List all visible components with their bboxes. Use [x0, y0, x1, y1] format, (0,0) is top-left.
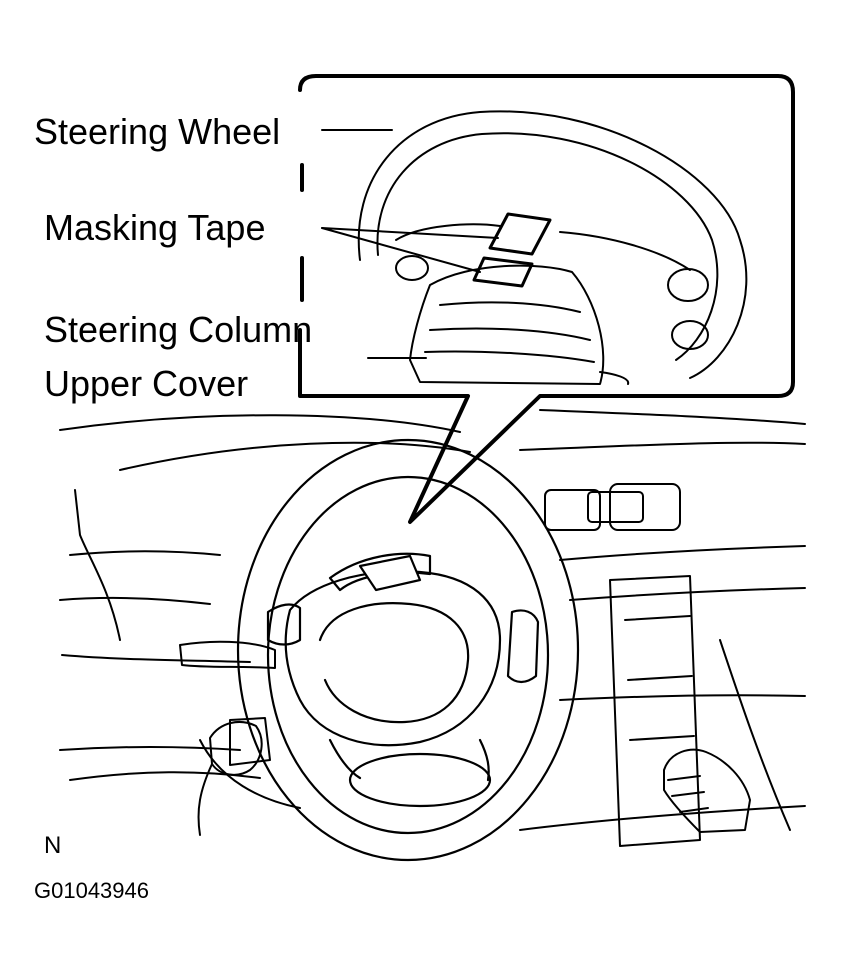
main-wheel-rim-inner: [268, 477, 548, 833]
dash-right-bottom: [520, 806, 805, 830]
wheel-closeup: [359, 111, 747, 384]
masking-tape: [474, 214, 550, 286]
dashboard: [60, 410, 805, 846]
column-shroud: [200, 740, 300, 808]
column-cover-base: [600, 372, 628, 384]
callout-frame: [300, 76, 793, 522]
wheel-closeup-rim-outer: [359, 111, 747, 378]
dash-left-face-2: [60, 598, 210, 604]
leader-tape-upper: [322, 228, 498, 238]
masking-tape-lower: [474, 258, 532, 286]
center-console-frame: [610, 576, 700, 846]
wheel-closeup-hub-right: [668, 269, 708, 301]
label-figure-id: G01043946: [34, 878, 149, 903]
dash-left-panel: [75, 490, 120, 640]
label-view-code: N: [44, 832, 62, 859]
main-wheel-column-tape: [360, 556, 420, 590]
airbag-pad-top: [330, 554, 430, 590]
center-vent-left: [545, 490, 600, 530]
center-console-slot-3: [630, 736, 694, 740]
dash-right-face: [560, 546, 805, 560]
dash-right-top-2: [520, 443, 805, 450]
hand-right-fingers: [668, 776, 708, 812]
dash-top-edge: [60, 415, 460, 432]
column-cover-ridge-2: [430, 328, 590, 340]
main-wheel-spoke-left: [268, 605, 300, 645]
dash-left-lower-2: [60, 747, 240, 750]
wheel-closeup-spoke-left: [396, 224, 500, 240]
main-wheel-rim-outer: [238, 440, 578, 860]
hand-left: [210, 722, 262, 775]
column-cover-ridge-1: [440, 302, 580, 312]
main-wheel-spoke-right: [508, 610, 538, 682]
label-masking-tape: Masking Tape: [44, 207, 266, 248]
center-console-slot-1: [625, 616, 690, 620]
leader-lines: [322, 130, 498, 358]
column-cover-ridge-3: [425, 351, 594, 362]
wheel-closeup-rim-inner: [377, 133, 717, 360]
hand-left-arm: [199, 764, 213, 835]
wheel-closeup-hub-left: [396, 256, 428, 280]
center-console-slot-2: [628, 676, 692, 680]
main-steering-wheel: [238, 440, 578, 860]
center-vent-right: [610, 484, 680, 530]
dash-left-lower: [62, 655, 250, 662]
leader-tape-lower: [322, 228, 480, 272]
lower-column-bracket: [230, 718, 270, 765]
wheel-closeup-spoke-right: [560, 232, 690, 270]
dash-right-face-2: [570, 588, 805, 600]
detail-callout: [300, 76, 793, 522]
right-knee-panel: [720, 640, 790, 830]
center-vent-inner: [588, 492, 643, 522]
hand-right: [664, 750, 750, 832]
column-cover-body: [410, 266, 603, 384]
label-column-cover-line2: Upper Cover: [44, 363, 249, 404]
main-wheel-spoke-lower-right: [480, 740, 489, 780]
label-steering-wheel: Steering Wheel: [34, 111, 281, 152]
wheel-closeup-hub-lower: [672, 321, 708, 349]
main-wheel-spoke-lower-left: [330, 740, 360, 778]
dash-right-top: [540, 410, 805, 424]
dash-top-edge-2: [120, 443, 470, 470]
label-column-cover-line1: Steering Column: [44, 309, 313, 350]
dash-right-lower: [560, 695, 805, 700]
airbag-pad-inner: [320, 603, 468, 722]
hands: [199, 722, 751, 835]
dash-left-face: [70, 551, 220, 555]
turn-signal-stalk: [180, 642, 275, 668]
masking-tape-upper: [490, 214, 550, 254]
main-wheel-hub-lower: [350, 754, 490, 806]
